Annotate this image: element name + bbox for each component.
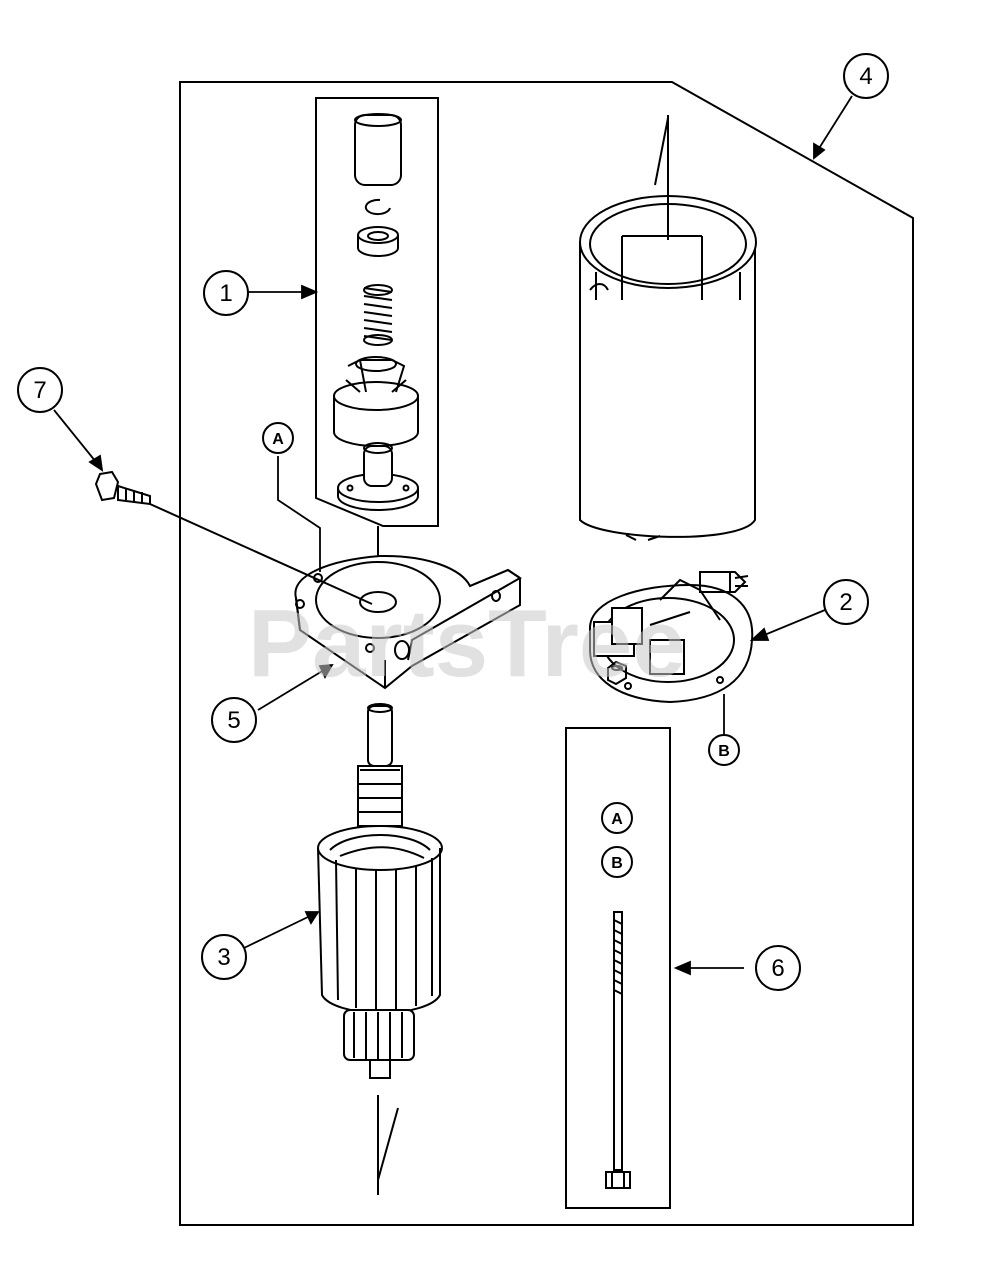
brush-end-cap xyxy=(589,571,754,704)
assembly-outline xyxy=(179,81,914,1226)
watermark: PartsTree xyxy=(248,590,686,697)
armature xyxy=(317,703,443,1195)
ref-a-kit: A xyxy=(601,802,633,834)
nut xyxy=(607,660,627,686)
ref-a-bracket: A xyxy=(262,422,294,454)
callout-3: 3 xyxy=(201,934,247,980)
ref-b-endcap: B xyxy=(708,734,740,766)
drive-hub xyxy=(337,442,419,511)
drive-cap xyxy=(354,113,402,186)
ref-a-kit-label: A xyxy=(611,811,623,828)
bolt-kit-box xyxy=(565,727,671,1209)
motor-frame-housing xyxy=(579,115,757,541)
leader-4 xyxy=(817,95,853,151)
ref-a-bracket-label: A xyxy=(272,431,284,448)
leader-7 xyxy=(53,409,97,463)
callout-7-label: 7 xyxy=(33,377,46,404)
mounting-screw xyxy=(94,470,373,605)
drive-pinion-gear xyxy=(333,356,419,447)
leader-5 xyxy=(257,669,325,711)
callout-3-label: 3 xyxy=(217,944,230,971)
callout-6-label: 6 xyxy=(771,955,784,982)
leader-3 xyxy=(243,915,311,949)
mounting-bracket xyxy=(294,554,522,690)
ref-b-kit: B xyxy=(601,846,633,878)
retaining-ring xyxy=(365,198,391,215)
callout-2-label: 2 xyxy=(839,589,852,616)
leader-2 xyxy=(761,609,826,637)
drive-spring xyxy=(363,284,393,346)
leader-a-bracket xyxy=(277,456,321,572)
ref-b-kit-label: B xyxy=(611,855,623,872)
callout-7: 7 xyxy=(17,367,63,413)
drive-kit-box xyxy=(315,97,439,527)
callout-6: 6 xyxy=(755,945,801,991)
callout-2: 2 xyxy=(823,579,869,625)
stop-collar xyxy=(357,226,399,257)
callout-1-label: 1 xyxy=(219,280,232,307)
callout-1: 1 xyxy=(203,270,249,316)
through-bolt xyxy=(605,911,631,1189)
callout-5-label: 5 xyxy=(227,707,240,734)
ref-b-endcap-label: B xyxy=(718,743,730,760)
callout-5: 5 xyxy=(211,697,257,743)
callout-4-label: 4 xyxy=(859,63,872,90)
callout-4: 4 xyxy=(843,53,889,99)
